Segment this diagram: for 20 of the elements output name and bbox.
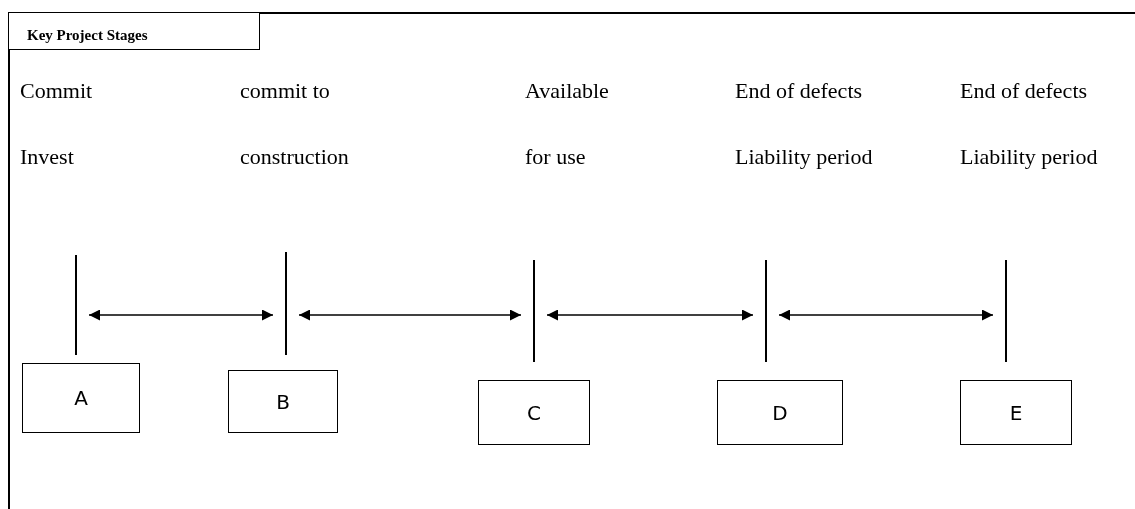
double-arrow bbox=[778, 309, 994, 321]
stage-box: A bbox=[22, 363, 140, 433]
stage-marker-line bbox=[1005, 260, 1007, 362]
stage-marker-line bbox=[285, 252, 287, 355]
double-arrow bbox=[88, 309, 274, 321]
stage-label: End of defects Liability period bbox=[735, 77, 874, 171]
stage-marker-line bbox=[765, 260, 767, 362]
stage-label: commit to construction bbox=[240, 77, 350, 171]
title-tab: Key Project Stages bbox=[8, 12, 260, 50]
double-arrow bbox=[298, 309, 522, 321]
stage-label: End of defects Liability period bbox=[960, 77, 1099, 171]
stage-box: D bbox=[717, 380, 843, 445]
stage-box: E bbox=[960, 380, 1072, 445]
stage-label: Available for use bbox=[525, 77, 610, 171]
stage-marker-line bbox=[533, 260, 535, 362]
stage-marker-line bbox=[75, 255, 77, 355]
stage-box: B bbox=[228, 370, 338, 433]
stage-box: C bbox=[478, 380, 590, 445]
stage-label: Commit Invest bbox=[20, 77, 94, 171]
double-arrow bbox=[546, 309, 754, 321]
